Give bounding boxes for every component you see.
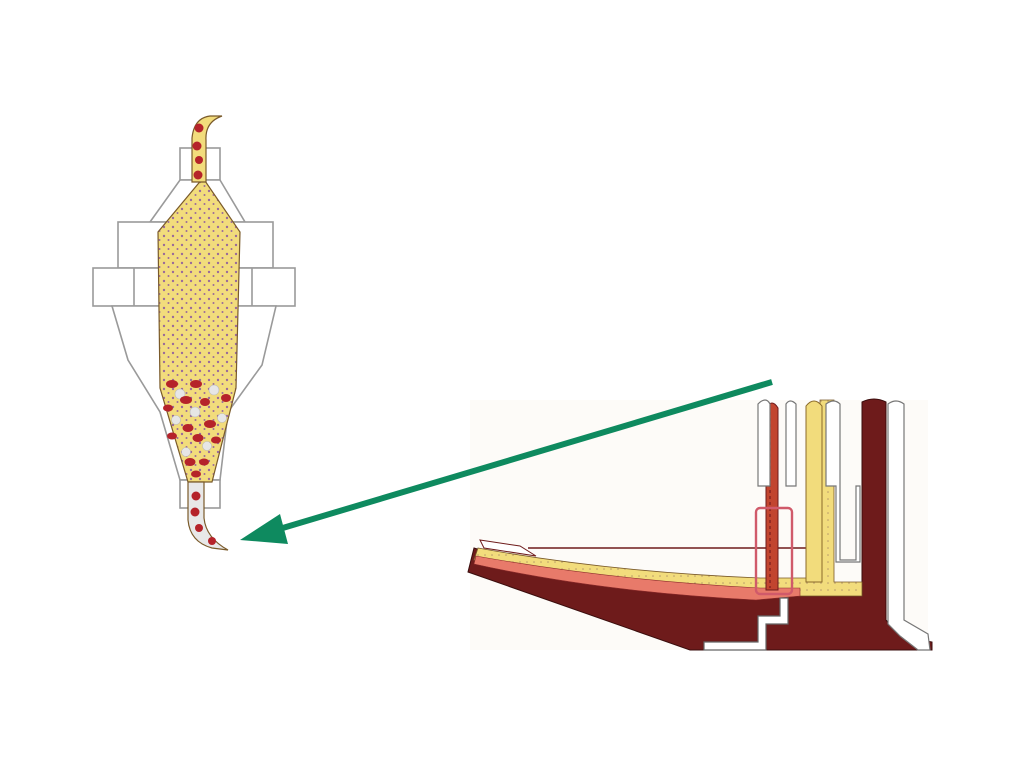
red-cell: [167, 432, 177, 440]
inlet-tube: [191, 115, 223, 183]
outlet-red-cell: [191, 491, 201, 501]
housing-left: [757, 399, 771, 487]
inlet-red-cell: [193, 170, 203, 180]
red-cell: [192, 434, 204, 442]
red-cell: [166, 380, 178, 388]
outlet-red-cell: [208, 537, 216, 545]
step-connector: [703, 597, 789, 651]
blood-processing-channel-cross-section: [467, 398, 933, 651]
channel-housing: [757, 399, 931, 651]
red-cell: [211, 436, 221, 444]
housing-right: [825, 400, 861, 563]
red-cell: [199, 458, 209, 466]
white-cell: [189, 406, 201, 418]
bowl-rim: [479, 539, 537, 557]
red-cell: [163, 404, 173, 412]
housing-mid: [785, 400, 797, 487]
separation-zone-highlight: [754, 506, 794, 596]
arrow-left-icon: [240, 514, 288, 544]
red-cell: [191, 470, 201, 478]
arrow-shaft: [275, 379, 773, 533]
white-cell: [174, 388, 186, 400]
white-cell: [217, 413, 227, 423]
white-cell: [171, 415, 181, 425]
connecting-arrow: [240, 379, 773, 544]
housing-outer-right: [887, 400, 931, 651]
inlet-red-cell: [192, 141, 202, 151]
red-cell: [190, 380, 202, 388]
plasma-outlet-tube: [805, 400, 823, 583]
separation-chamber-cross-section: [92, 115, 296, 551]
white-cell: [181, 447, 191, 457]
cell-layer-channel: [473, 555, 801, 601]
inlet-red-cell: [195, 156, 203, 164]
red-cell: [182, 424, 194, 432]
white-cell: [202, 441, 212, 451]
cell-layer: [163, 380, 231, 478]
outlet-red-cell: [190, 507, 200, 517]
red-cell: [200, 398, 210, 406]
inlet-red-cell: [194, 123, 204, 133]
outlet-red-cell: [195, 524, 203, 532]
white-cell: [208, 384, 220, 396]
red-cell: [184, 458, 196, 466]
red-cell: [204, 420, 216, 428]
red-cell: [180, 396, 192, 404]
red-cell: [221, 394, 231, 402]
